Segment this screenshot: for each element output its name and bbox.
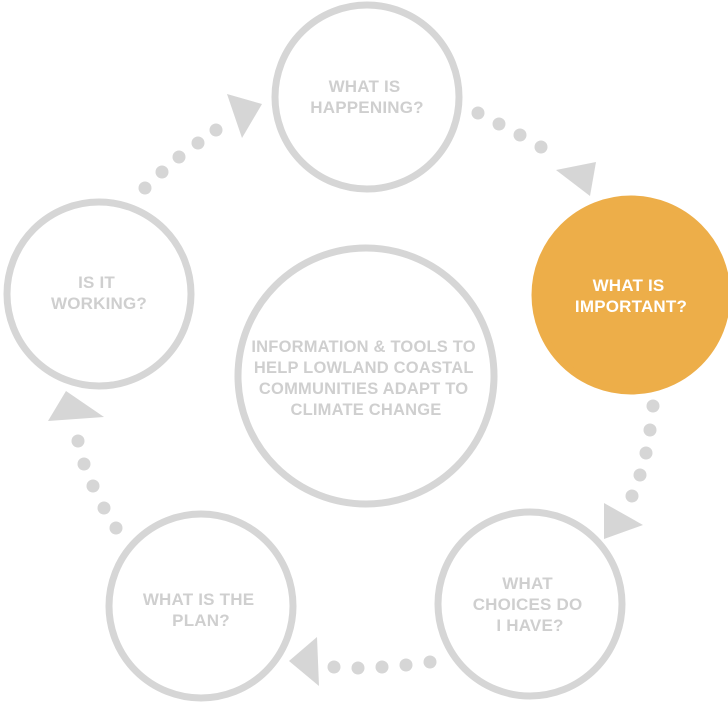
node-what-is-happening[interactable]: WHAT IS HAPPENING? xyxy=(271,1,463,193)
arrowhead-icon xyxy=(604,503,643,539)
connector-important-to-choices xyxy=(604,399,660,539)
center-label-line: INFORMATION & TOOLS TO xyxy=(251,338,475,356)
connector-plan-to-working xyxy=(48,391,123,535)
arrowhead-icon xyxy=(556,162,596,196)
node-label-line: I HAVE? xyxy=(496,616,563,635)
center-label-line: CLIMATE CHANGE xyxy=(291,401,442,419)
connector-dot xyxy=(209,123,223,137)
connector-dot xyxy=(375,660,389,674)
node-label-line: PLAN? xyxy=(172,611,230,630)
connector-dot xyxy=(633,468,647,482)
connector-dot xyxy=(71,434,85,448)
center-circle xyxy=(234,244,498,508)
connector-dot xyxy=(191,136,205,150)
node-label-line: WHAT xyxy=(502,574,553,593)
center-label: INFORMATION & TOOLS TO HELP LOWLAND COAS… xyxy=(251,338,480,419)
node-circle xyxy=(271,1,463,193)
connector-choices-to-plan xyxy=(289,637,437,686)
node-label: WHAT IS IMPORTANT? xyxy=(575,276,687,316)
node-circle xyxy=(3,198,195,390)
node-is-it-working[interactable]: IS IT WORKING? xyxy=(3,198,195,390)
node-label-line: WHAT IS THE xyxy=(143,590,254,609)
center-label-line: COMMUNITIES ADAPT TO xyxy=(259,380,468,398)
node-circle xyxy=(434,508,626,700)
arrowhead-icon xyxy=(48,391,104,421)
node-what-is-important[interactable]: WHAT IS IMPORTANT? xyxy=(531,195,728,395)
node-label-line: WORKING? xyxy=(51,294,147,313)
node-label: IS IT WORKING? xyxy=(51,273,147,313)
center-label-line: HELP LOWLAND COASTAL xyxy=(254,359,473,377)
node-circle xyxy=(105,510,297,702)
connector-dot xyxy=(327,660,341,674)
connector-dot xyxy=(172,150,186,164)
node-what-choices-do-i-have[interactable]: WHAT CHOICES DO I HAVE? xyxy=(434,508,626,700)
arrowhead-icon xyxy=(289,637,319,686)
connector-dot xyxy=(646,399,660,413)
node-label-line: WHAT IS xyxy=(329,77,401,96)
connector-dot xyxy=(643,423,657,437)
node-what-is-the-plan[interactable]: WHAT IS THE PLAN? xyxy=(105,510,297,702)
node-circle xyxy=(531,195,728,395)
connector-dot xyxy=(155,165,169,179)
connector-dot xyxy=(639,446,653,460)
connector-dot xyxy=(625,489,639,503)
connector-dot xyxy=(534,140,548,154)
connector-dot xyxy=(471,106,485,120)
node-label-line: HAPPENING? xyxy=(310,98,423,117)
connector-dot xyxy=(109,521,123,535)
node-label-line: IS IT xyxy=(78,273,115,292)
node-label: WHAT IS HAPPENING? xyxy=(310,77,423,117)
connector-dot xyxy=(138,181,152,195)
connector-happening-to-important xyxy=(471,106,596,196)
arrowhead-icon xyxy=(227,94,262,138)
node-label-line: IMPORTANT? xyxy=(575,297,687,316)
node-label-line: CHOICES DO xyxy=(473,595,583,614)
connector-dot xyxy=(423,655,437,669)
connector-dot xyxy=(97,501,111,515)
node-label: WHAT IS THE PLAN? xyxy=(143,590,259,630)
center-node: INFORMATION & TOOLS TO HELP LOWLAND COAS… xyxy=(234,244,498,508)
connector-working-to-happening xyxy=(138,94,262,195)
node-label: WHAT CHOICES DO I HAVE? xyxy=(473,574,588,635)
connector-dot xyxy=(351,661,365,675)
connector-dot xyxy=(86,479,100,493)
connector-dot xyxy=(77,457,91,471)
connector-dot xyxy=(492,117,506,131)
connector-dot xyxy=(513,128,527,142)
connector-dot xyxy=(399,658,413,672)
node-label-line: WHAT IS xyxy=(593,276,665,295)
